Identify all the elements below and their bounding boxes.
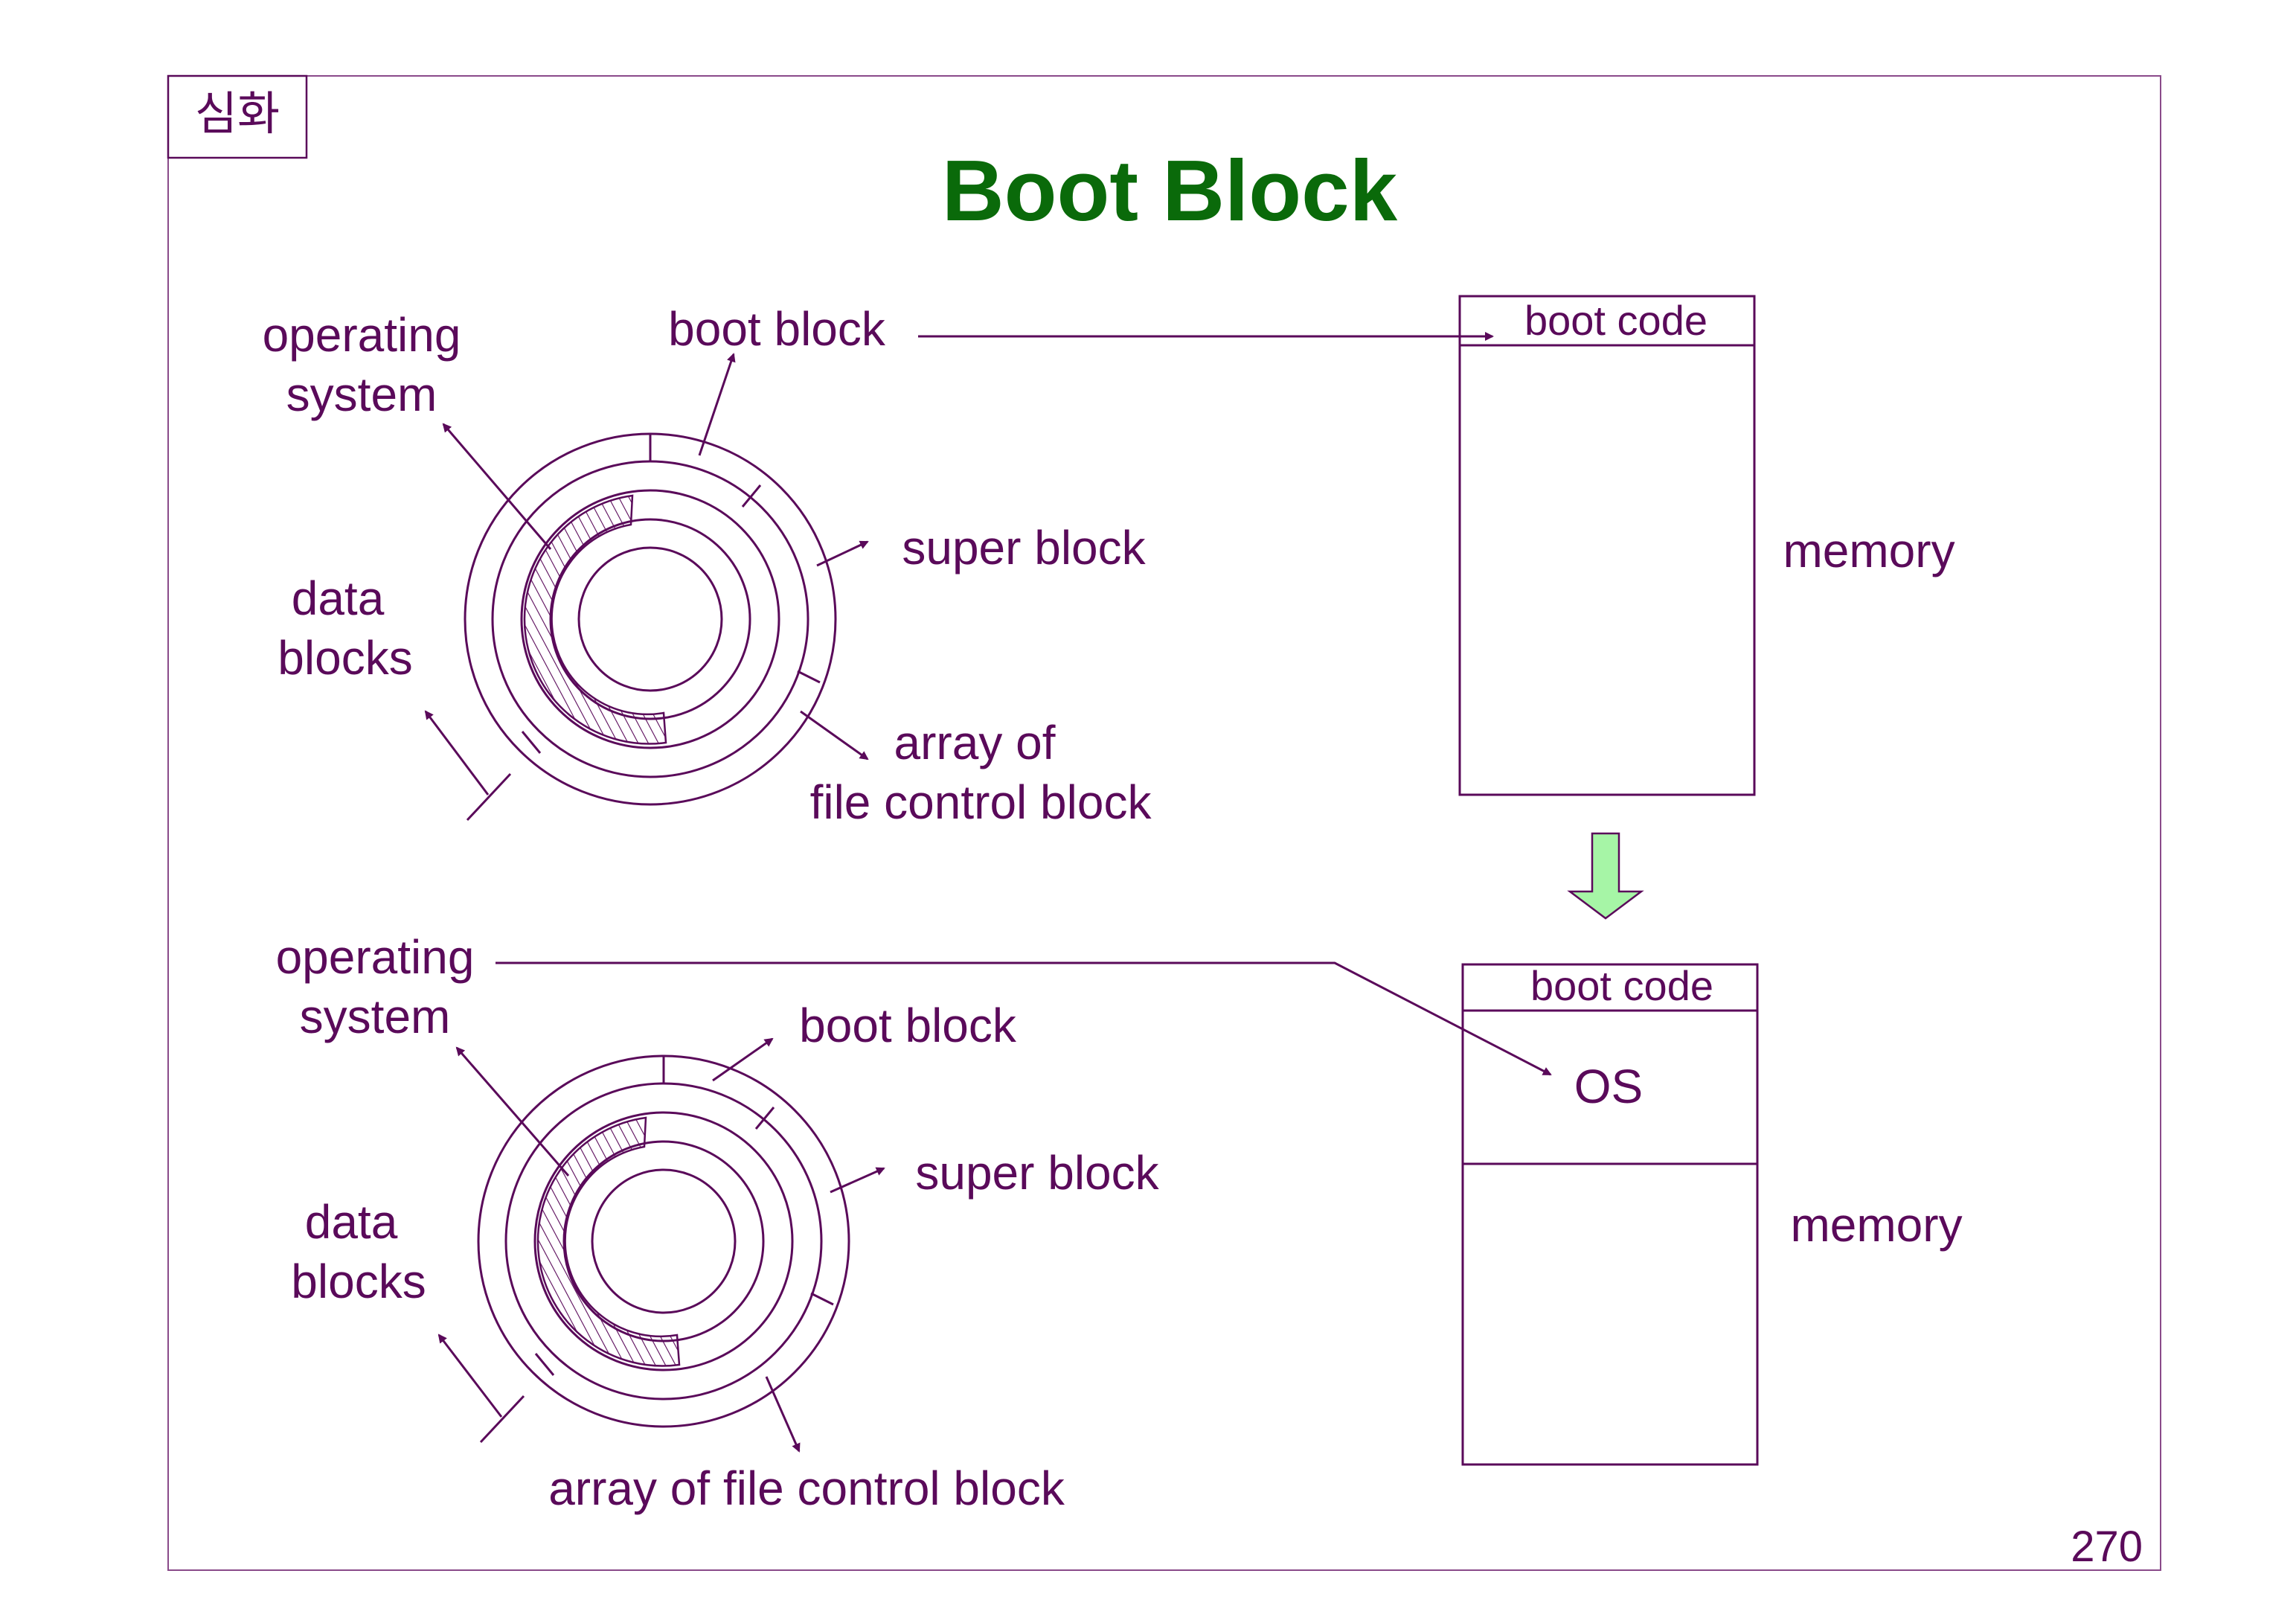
page-number: 270 [2071, 1523, 2143, 1571]
top-super-block-arrow [816, 540, 869, 567]
top-disk-ring-4 [549, 518, 751, 720]
bottom-os-label-1: operating [276, 930, 475, 984]
top-data-blocks-arrow [424, 710, 490, 796]
top-disk-ring-3 [520, 489, 780, 749]
bottom-data-blocks-arrow [437, 1334, 503, 1418]
top-boot-block-arrow [698, 353, 736, 456]
slide-title: Boot Block [942, 142, 1398, 239]
bottom-array-arrow [765, 1376, 801, 1453]
top-memory-boot-code: boot code [1524, 297, 1707, 344]
bottom-memory-os: OS [1574, 1060, 1643, 1113]
top-data-blocks-bar [466, 772, 512, 822]
bottom-disk-ring-3 [533, 1111, 794, 1371]
bottom-memory-box [1461, 963, 1759, 1466]
bottom-tick-super [754, 1107, 775, 1130]
top-tick-data [521, 731, 542, 754]
top-tick-array [797, 670, 821, 684]
bottom-super-block-arrow [830, 1167, 885, 1194]
bottom-boot-block-label: boot block [799, 999, 1017, 1052]
bottom-data-blocks-bar [479, 1395, 525, 1444]
bottom-disk-ring-4 [562, 1140, 765, 1342]
top-data-blocks-label-2: blocks [278, 631, 412, 685]
slide-border [167, 75, 2161, 1571]
top-array-label-2: file control block [810, 775, 1152, 829]
top-memory-box [1458, 295, 1756, 796]
bottom-data-blocks-label-1: data [305, 1195, 398, 1249]
bottom-boot-block-arrow [712, 1037, 774, 1082]
bottom-tick-array [810, 1292, 834, 1306]
bottom-os-arrow [455, 1046, 570, 1177]
bottom-disk-os-region [536, 1116, 681, 1367]
bottom-memory-label: memory [1790, 1198, 1962, 1252]
tag-box [167, 74, 308, 159]
down-arrow-icon [1567, 832, 1644, 920]
top-os-arrow [442, 423, 552, 550]
top-os-label-2: system [286, 368, 437, 421]
bottom-disk-hub [591, 1168, 737, 1314]
bottom-data-blocks-label-2: blocks [291, 1255, 426, 1308]
top-data-blocks-label-1: data [292, 572, 385, 625]
slide-tag: 심화 [195, 89, 280, 140]
bottom-disk [477, 1054, 850, 1428]
bottom-os-to-memory-arrow [496, 961, 1552, 1076]
bottom-super-block-label: super block [915, 1146, 1159, 1200]
top-boot-block-label: boot block [668, 302, 886, 356]
bottom-tick-data [534, 1353, 555, 1376]
bottom-os-label-2: system [300, 990, 451, 1043]
bottom-array-label: array of file control block [548, 1462, 1065, 1515]
top-disk-hub [577, 546, 723, 692]
top-disk-os-region [523, 494, 667, 745]
top-memory-label: memory [1783, 524, 1955, 577]
top-array-arrow [800, 710, 869, 761]
top-tick-super [741, 484, 762, 508]
top-super-block-label: super block [902, 521, 1146, 574]
top-os-label-1: operating [263, 308, 461, 362]
top-disk [464, 432, 837, 806]
top-array-label-1: array of [894, 716, 1056, 769]
bottom-memory-boot-code: boot code [1530, 962, 1713, 1009]
